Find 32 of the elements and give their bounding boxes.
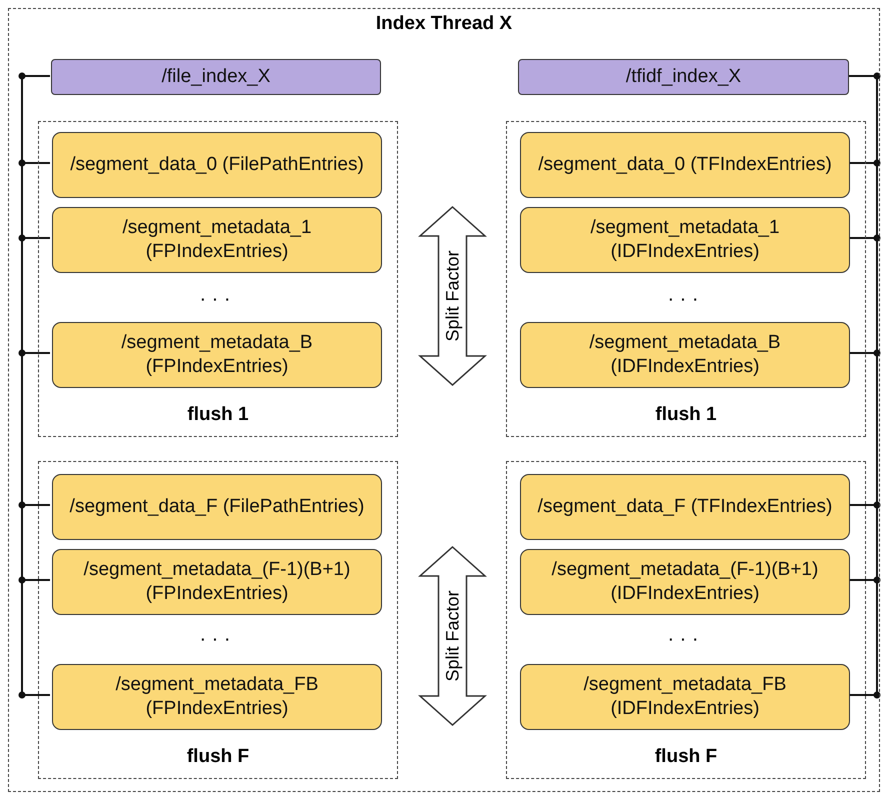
segment-box: /segment_metadata_1 (IDFIndexEntries) (520, 207, 850, 273)
group-title: flush 1 (654, 404, 718, 426)
index-box: /file_index_X (51, 59, 381, 95)
dashed-group-frame (506, 121, 866, 437)
dashed-group-frame (506, 461, 866, 779)
index-box: /tfidf_index_X (518, 59, 849, 95)
connector-line (848, 75, 878, 696)
ellipsis-label: · · · (198, 288, 232, 311)
outer-dashed-frame (8, 8, 880, 792)
group-title: flush F (654, 746, 718, 768)
segment-box: /segment_data_0 (TFIndexEntries) (520, 132, 850, 198)
segment-box: /segment_metadata_(F-1)(B+1) (FPIndexEntries) (52, 549, 382, 615)
arrow-label: Split Factor (442, 590, 463, 682)
segment-box: /segment_metadata_B (IDFIndexEntries) (520, 322, 850, 388)
segment-box: /segment_metadata_1 (FPIndexEntries) (52, 207, 382, 273)
segment-box: /segment_data_F (TFIndexEntries) (520, 474, 850, 540)
dashed-group-frame (38, 121, 398, 437)
segment-box: /segment_metadata_FB (FPIndexEntries) (52, 664, 382, 730)
segment-box: /segment_metadata_FB (IDFIndexEntries) (520, 664, 850, 730)
segment-box: /segment_metadata_B (FPIndexEntries) (52, 322, 382, 388)
group-title: flush 1 (186, 404, 250, 426)
ellipsis-label: · · · (666, 628, 700, 651)
connector-line (21, 75, 50, 696)
group-title: flush F (186, 746, 250, 768)
arrow-label: Split Factor (442, 250, 463, 342)
ellipsis-label: · · · (666, 288, 700, 311)
dashed-group-frame (38, 461, 398, 779)
segment-box: /segment_metadata_(F-1)(B+1) (IDFIndexEntries) (520, 549, 850, 615)
segment-box: /segment_data_0 (FilePathEntries) (52, 132, 382, 198)
ellipsis-label: · · · (198, 628, 232, 651)
segment-box: /segment_data_F (FilePathEntries) (52, 474, 382, 540)
group-title: Index Thread X (374, 13, 514, 35)
